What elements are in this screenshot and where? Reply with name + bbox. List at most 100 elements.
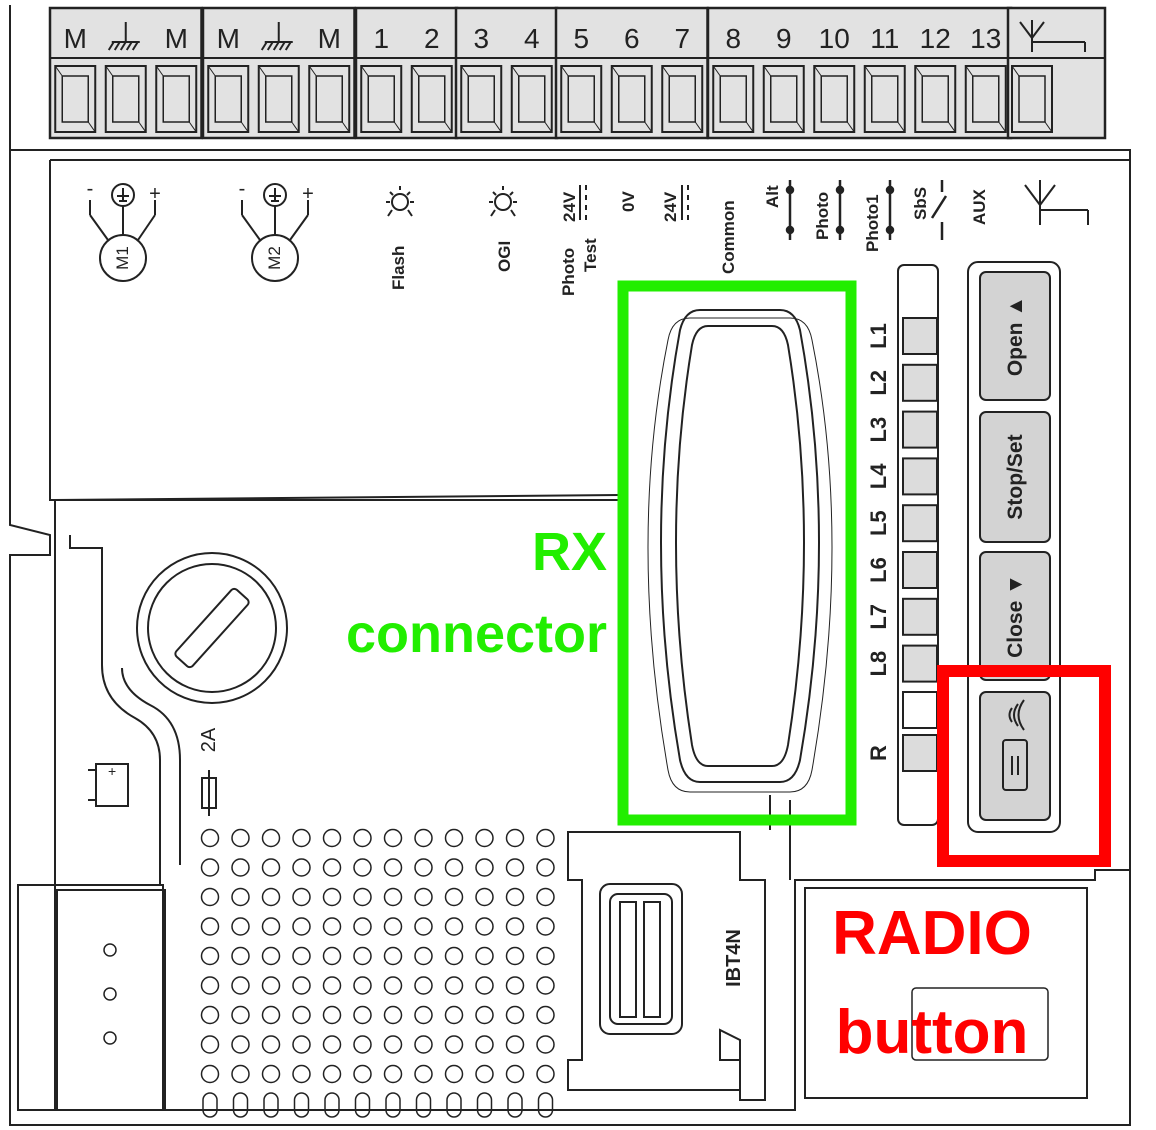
nc-switch-symbols bbox=[785, 180, 895, 240]
close-button-label: Close ▼ bbox=[1004, 574, 1027, 658]
motor-2-minus: - bbox=[239, 178, 246, 200]
terminal-screw[interactable] bbox=[207, 65, 250, 133]
terminal-screw[interactable] bbox=[813, 65, 856, 133]
terminal-screw[interactable] bbox=[863, 65, 906, 133]
vent-grid bbox=[200, 828, 555, 1118]
led-indicator bbox=[902, 317, 938, 355]
led-label: L3 bbox=[866, 417, 891, 443]
terminal-screw[interactable] bbox=[1011, 65, 1053, 133]
terminal-screw[interactable] bbox=[762, 65, 805, 133]
terminal-label: M bbox=[318, 23, 341, 54]
rx-connector-highlight bbox=[617, 280, 857, 826]
flash-lamp-icon bbox=[386, 186, 414, 217]
photo1-label: Photo1 bbox=[863, 194, 882, 252]
terminal-label: 5 bbox=[573, 23, 589, 54]
radio-wave-icon bbox=[1008, 699, 1025, 731]
terminal-label: 12 bbox=[920, 23, 951, 54]
fuse-icon bbox=[201, 770, 217, 816]
led-label: L8 bbox=[866, 651, 891, 677]
svg-text:+: + bbox=[108, 763, 116, 779]
terminal-screw[interactable] bbox=[360, 65, 403, 133]
ogi-lamp-icon bbox=[489, 186, 517, 217]
radio-button[interactable] bbox=[979, 691, 1051, 821]
terminal-label: M bbox=[217, 23, 240, 54]
radio-annotation-line2: button bbox=[836, 998, 1029, 1067]
terminal-label: 11 bbox=[870, 23, 899, 54]
terminal-screw[interactable] bbox=[661, 65, 704, 133]
motor-2-symbol bbox=[241, 183, 309, 282]
terminal-screw[interactable] bbox=[104, 65, 147, 133]
terminal-screw[interactable] bbox=[54, 65, 97, 133]
aux-label: AUX bbox=[970, 188, 989, 225]
button-panel bbox=[967, 261, 1061, 833]
24v-label: 24V bbox=[661, 191, 680, 222]
terminal-screw[interactable] bbox=[610, 65, 653, 133]
terminal-label: 3 bbox=[473, 23, 489, 54]
photo-test-label-test: Test bbox=[581, 238, 600, 272]
terminal-label: 6 bbox=[624, 23, 640, 54]
motor-2-plus: + bbox=[302, 183, 314, 205]
led-indicator bbox=[902, 363, 938, 402]
terminal-label: 2 bbox=[424, 23, 440, 54]
led-indicator bbox=[902, 644, 938, 683]
terminal-screw[interactable] bbox=[560, 65, 603, 133]
photo-label: Photo bbox=[813, 192, 832, 240]
terminal-screw[interactable] bbox=[712, 65, 755, 133]
terminal-screw[interactable] bbox=[410, 65, 453, 133]
stop-set-button-label: Stop/Set bbox=[1004, 434, 1027, 519]
led-indicator bbox=[902, 551, 938, 589]
terminal-screw[interactable] bbox=[914, 65, 957, 133]
terminal-label: 9 bbox=[776, 23, 792, 54]
rx-connector-slot bbox=[647, 309, 833, 793]
function-labels: Flash OGI Photo Test 24V 0V 24V Common A… bbox=[389, 185, 989, 296]
led-indicator bbox=[902, 457, 938, 496]
ground-icon bbox=[107, 22, 140, 51]
photo-test-label-photo: Photo bbox=[559, 248, 578, 296]
terminal-label: 1 bbox=[373, 23, 389, 54]
open-button-label: Open ▲ bbox=[1004, 296, 1027, 376]
open-button[interactable]: Open ▲ bbox=[979, 271, 1051, 401]
terminal-screw[interactable] bbox=[510, 65, 553, 133]
led-indicator bbox=[902, 504, 938, 543]
antenna-terminal-icon bbox=[1019, 20, 1086, 52]
motor-1-plus: + bbox=[149, 183, 161, 205]
motor-1-label: M1 bbox=[113, 246, 132, 270]
led-label: L5 bbox=[866, 510, 891, 536]
terminal-screw[interactable] bbox=[155, 65, 198, 133]
ibt4n-connector bbox=[567, 795, 791, 1101]
zero-volt-label: 0V bbox=[619, 191, 638, 212]
terminal-label: 7 bbox=[674, 23, 690, 54]
led-indicator bbox=[902, 597, 938, 636]
terminal-screw[interactable] bbox=[308, 65, 351, 133]
radio-annotation-line1: RADIO bbox=[832, 899, 1032, 968]
terminal-screw[interactable] bbox=[460, 65, 503, 133]
terminal-label: M bbox=[64, 23, 87, 54]
led-label: R bbox=[866, 745, 891, 761]
fuse-holder bbox=[69, 535, 288, 885]
led-label: L6 bbox=[866, 557, 891, 583]
common-label: Common bbox=[719, 200, 738, 274]
terminal-label: 10 bbox=[819, 23, 850, 54]
no-switch-symbol bbox=[930, 180, 948, 240]
stop-set-button[interactable]: Stop/Set bbox=[979, 411, 1051, 543]
terminal-screw[interactable] bbox=[964, 65, 1007, 133]
sbs-label: SbS bbox=[911, 187, 930, 220]
aux-connector bbox=[103, 943, 117, 1045]
ibt4n-label: IBT4N bbox=[723, 929, 745, 987]
ground-icon bbox=[260, 22, 293, 51]
alt-label: Alt bbox=[763, 185, 782, 208]
led-label: L4 bbox=[866, 463, 891, 489]
led-label: L2 bbox=[866, 370, 891, 396]
led-label: L7 bbox=[866, 604, 891, 630]
led-label: L1 bbox=[866, 323, 891, 349]
fuse-rating-label: 2A bbox=[198, 727, 220, 752]
radio-button-highlight bbox=[937, 665, 1111, 867]
terminal-label: 4 bbox=[524, 23, 540, 54]
terminal-screw[interactable] bbox=[257, 65, 300, 133]
motor-1-symbol bbox=[89, 183, 156, 282]
board-outline bbox=[9, 5, 1131, 1126]
ogi-label: OGI bbox=[495, 241, 514, 272]
close-button[interactable]: Close ▼ bbox=[979, 551, 1051, 681]
